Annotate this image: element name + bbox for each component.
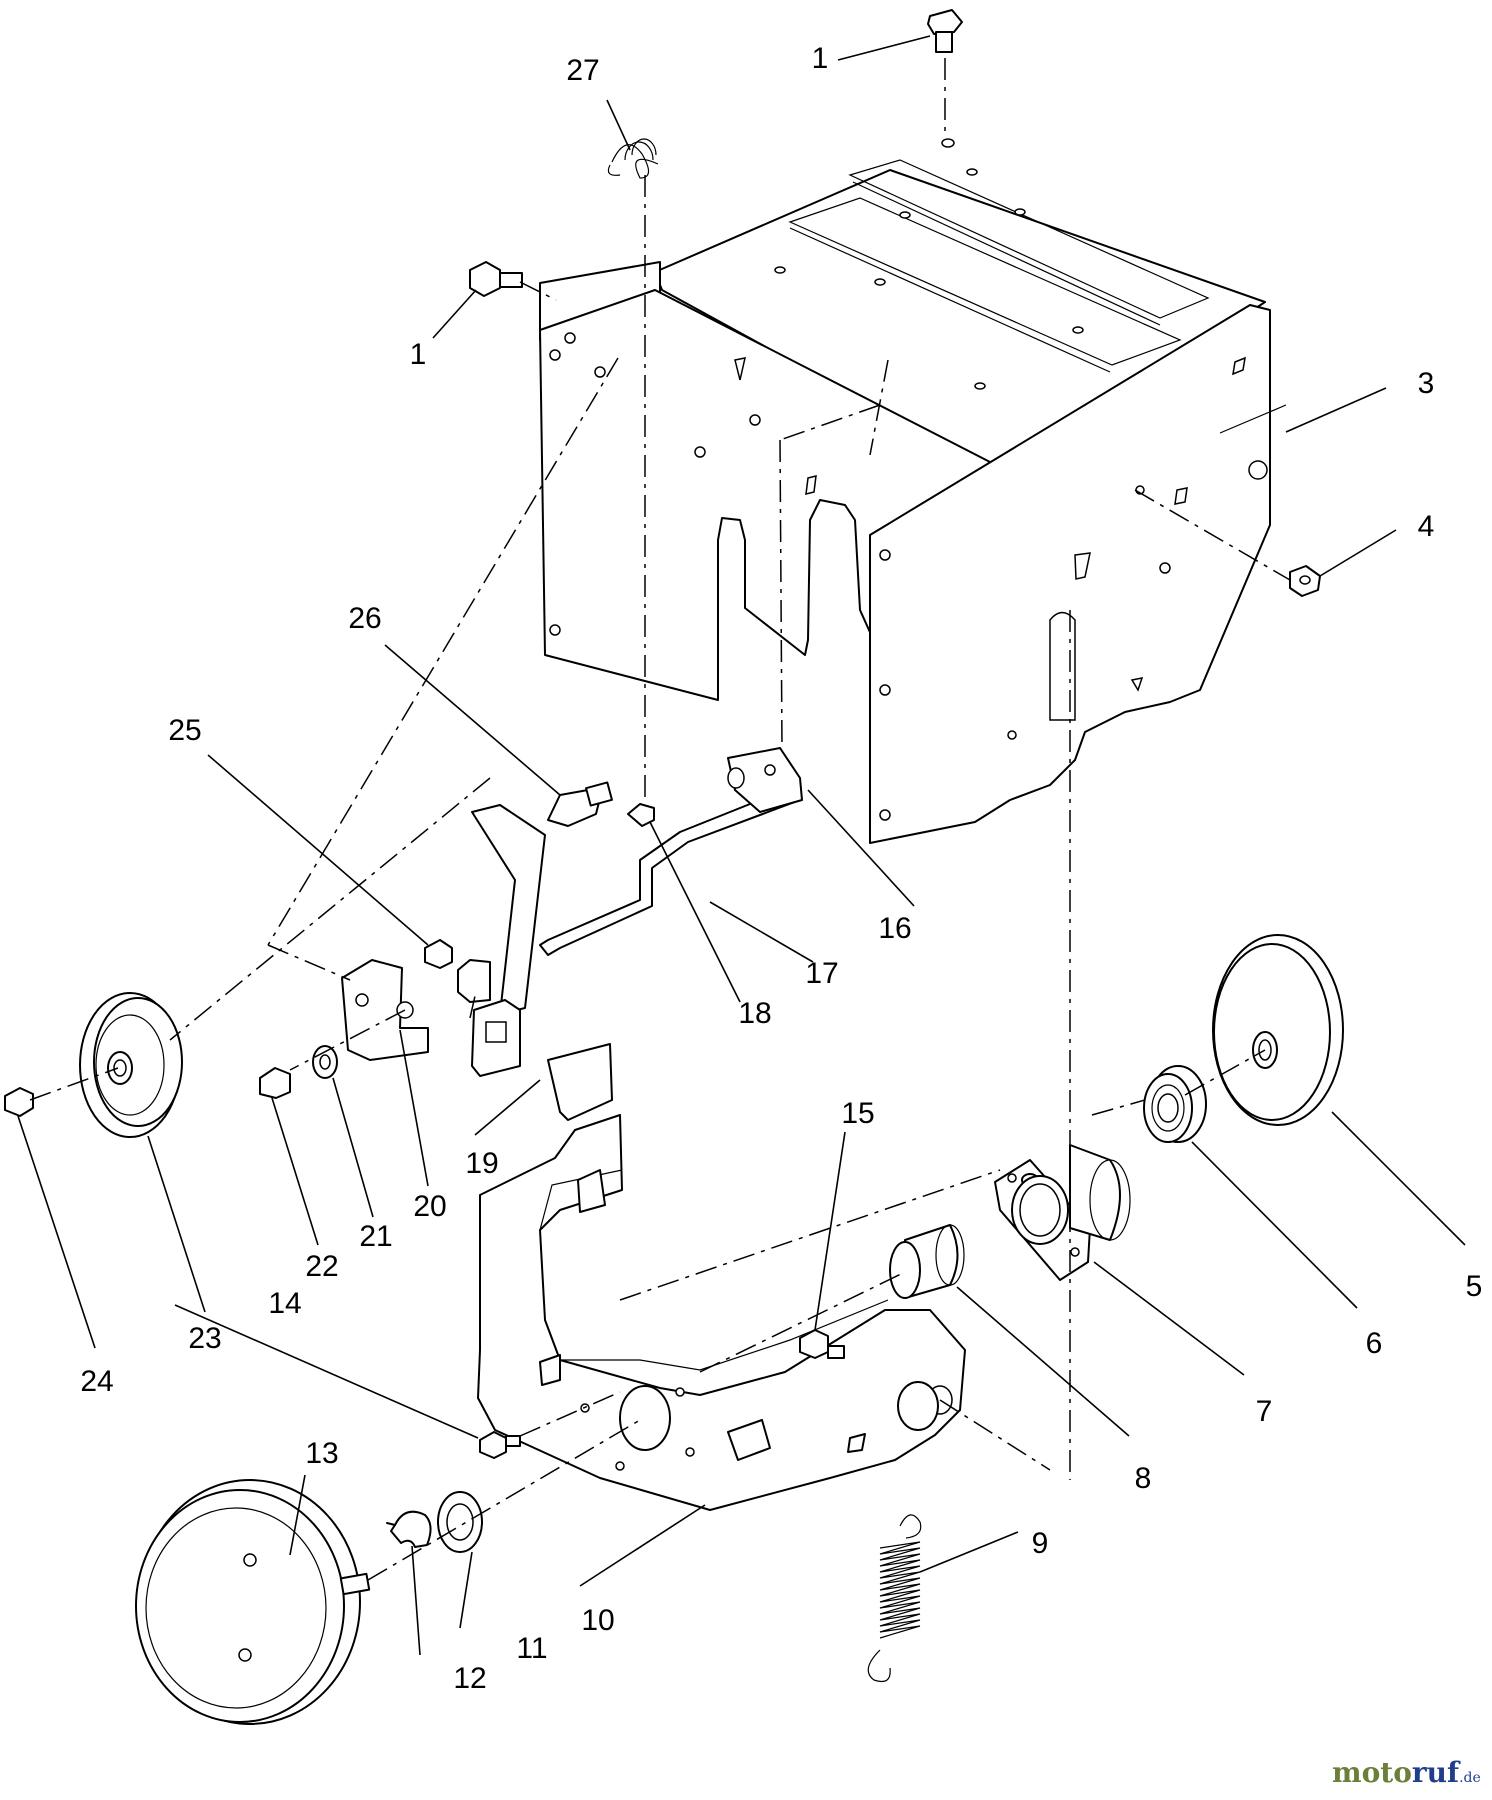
bearing-housing-part-7 (994, 1144, 1131, 1281)
callout-24: 24 (80, 1365, 113, 1398)
callout-21: 21 (359, 1220, 392, 1253)
callout-15: 15 (841, 1097, 874, 1130)
extension-spring-part-9 (867, 1514, 922, 1683)
idler-pulley-part-23 (79, 992, 183, 1138)
bolt-part-1-top (927, 9, 963, 53)
callout-4: 4 (1418, 510, 1435, 543)
callout-26: 26 (348, 602, 381, 635)
callout-6: 6 (1366, 1327, 1383, 1360)
callout-11: 11 (516, 1632, 547, 1665)
callout-8: 8 (1135, 1462, 1152, 1495)
watermark-logo: motoruf.de (1332, 1756, 1481, 1789)
screw-part-15 (799, 1329, 845, 1359)
lever-assembly (341, 747, 803, 1121)
callout-19: 19 (465, 1147, 498, 1180)
pulley-part-13 (135, 1479, 371, 1725)
callout-18: 18 (738, 997, 771, 1030)
spring-part-27 (607, 138, 659, 179)
callout-25: 25 (168, 714, 201, 747)
callout-14: 14 (268, 1287, 301, 1320)
nut-part-24 (4, 1087, 34, 1117)
callout-7: 7 (1256, 1395, 1273, 1428)
callout-1-left: 1 (410, 338, 427, 371)
e-clip-part-12 (386, 1510, 432, 1548)
callout-16: 16 (878, 912, 911, 945)
lower-bracket-part-10 (477, 1114, 966, 1511)
nut-part-4 (1289, 565, 1321, 597)
bearing-part-6 (1143, 1065, 1207, 1143)
leader-lines (17, 35, 1466, 1656)
callout-10: 10 (581, 1604, 614, 1637)
disc-part-5 (1212, 934, 1344, 1126)
bushing-part-8 (889, 1224, 965, 1299)
callout-12: 12 (453, 1662, 486, 1695)
washer-part-21 (312, 1045, 338, 1079)
callouts: 1 27 1 3 4 26 25 16 17 18 15 19 20 21 22… (80, 42, 1482, 1695)
screw-part-14 (479, 1431, 521, 1459)
callout-27: 27 (566, 54, 599, 87)
callout-23: 23 (188, 1322, 221, 1355)
callout-20: 20 (413, 1190, 446, 1223)
bolt-part-1-left (469, 261, 523, 297)
callout-3: 3 (1418, 367, 1435, 400)
callout-1-top: 1 (812, 42, 829, 75)
callout-5: 5 (1466, 1270, 1483, 1303)
callout-9: 9 (1032, 1527, 1049, 1560)
washer-part-11 (437, 1491, 483, 1553)
callout-13: 13 (305, 1437, 338, 1470)
svg-text:motoruf.de: motoruf.de (1332, 1756, 1481, 1789)
frame-housing (539, 138, 1287, 844)
callout-22: 22 (305, 1250, 338, 1283)
nut-part-22 (259, 1067, 291, 1099)
callout-17: 17 (805, 957, 838, 990)
